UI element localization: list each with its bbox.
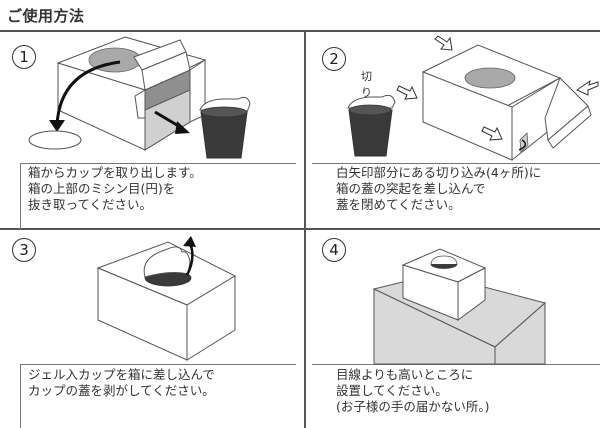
vertical-divider: [304, 31, 306, 428]
step-4-caption: 目線よりも高いところに 設置してください。 (お子様の手の届かない所。): [336, 367, 490, 414]
step-number-2: 2: [322, 47, 346, 71]
step-2-illustration: [347, 35, 599, 162]
step-number-4: 4: [322, 238, 346, 262]
caption-box-1-left: [20, 163, 21, 229]
caption-box-3-left: [20, 364, 21, 428]
peeled-lid: [143, 246, 191, 278]
step-2-caption: 白矢印部分にある切り込み(4ヶ所)に 箱の蓋の突起を差し込んで 蓋を閉めてくださ…: [336, 165, 542, 212]
step-3-caption: ジェル入カップを箱に差し込んで カップの蓋を剥がしてください。: [28, 367, 215, 398]
step-4-illustration: [372, 248, 547, 365]
step-1-illustration: [28, 36, 251, 159]
step-number-3: 3: [12, 238, 36, 262]
page-title: ご使用方法: [7, 7, 85, 25]
notch-arrows: [396, 35, 599, 141]
row-divider: [0, 228, 600, 230]
caption-box-1-top: [20, 163, 296, 164]
caption-box-3-top: [20, 364, 296, 365]
caption-box-2-top: [312, 163, 600, 164]
step-1-caption: 箱からカップを取り出します。 箱の上部のミシン目(円)を 抜き取ってください。: [28, 165, 202, 212]
step-number-1: 1: [12, 45, 36, 69]
removed-disc: [28, 130, 82, 150]
title-divider: [0, 30, 600, 32]
step-3-illustration: [96, 236, 237, 361]
